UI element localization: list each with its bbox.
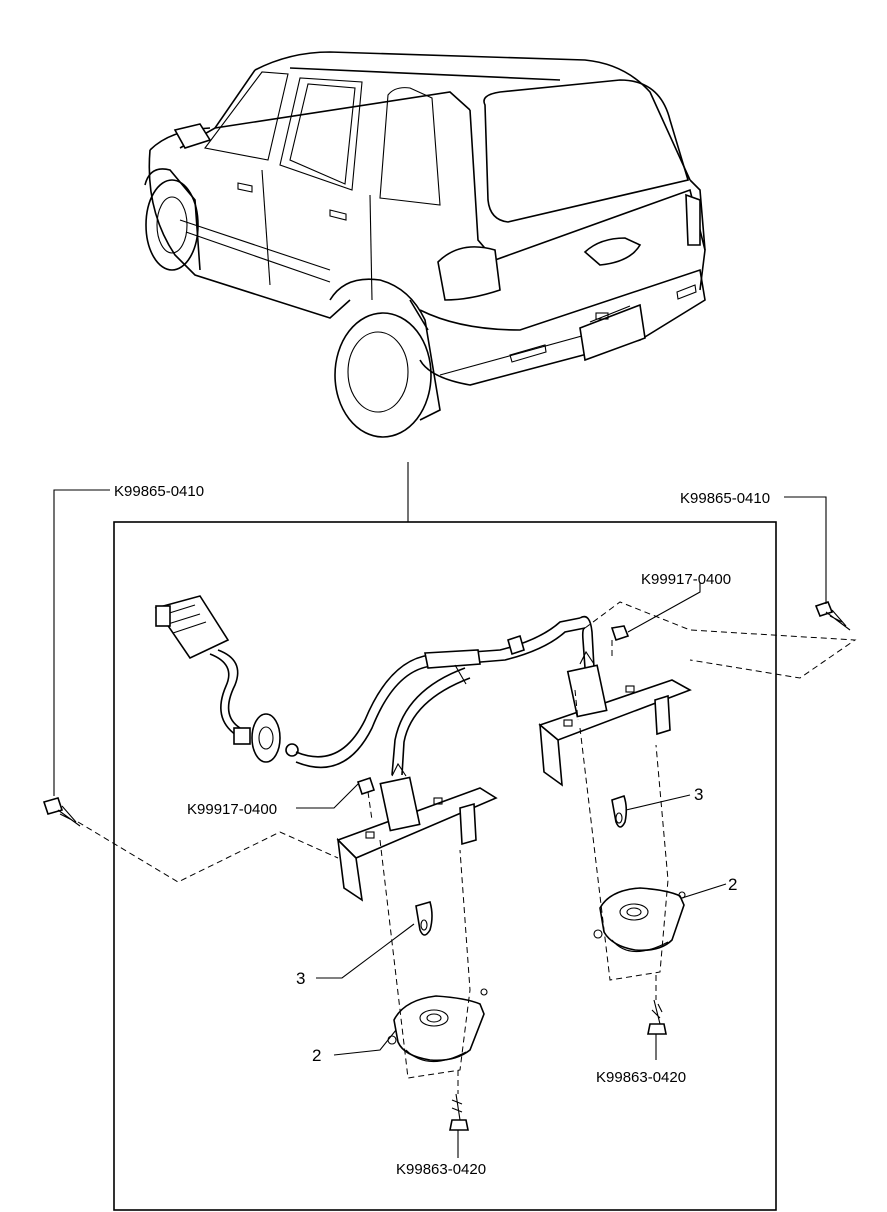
label-screw-top-right: K99865-0410	[680, 490, 770, 507]
label-bulb-left: 3	[296, 969, 305, 988]
leader-lines	[53, 489, 827, 1158]
right-bulb	[611, 794, 628, 828]
label-screw-top-left: K99865-0410	[114, 483, 204, 500]
screw-top-right	[814, 601, 851, 631]
label-lens-right: 2	[728, 875, 737, 894]
left-lamp-bracket	[336, 762, 498, 902]
label-bulb-right: 3	[694, 785, 703, 804]
label-nut-right: K99917-0400	[641, 571, 731, 588]
wire-harness	[154, 595, 595, 776]
left-lens	[387, 988, 488, 1063]
screw-top-left	[42, 797, 81, 827]
vehicle-illustration	[144, 51, 706, 438]
screw-bottom-right	[647, 999, 667, 1035]
screw-bottom-left	[449, 1093, 469, 1131]
label-lens-left: 2	[312, 1046, 321, 1065]
label-screw-bottom-left: K99863-0420	[396, 1161, 486, 1178]
right-lens	[593, 887, 686, 953]
label-screw-bottom-right: K99863-0420	[596, 1069, 686, 1086]
left-bulb	[415, 901, 433, 936]
assembly-dashed-lines	[77, 601, 857, 1094]
right-lamp-bracket	[538, 625, 692, 787]
label-nut-left: K99917-0400	[187, 801, 277, 818]
assembly-frame	[113, 521, 777, 1211]
